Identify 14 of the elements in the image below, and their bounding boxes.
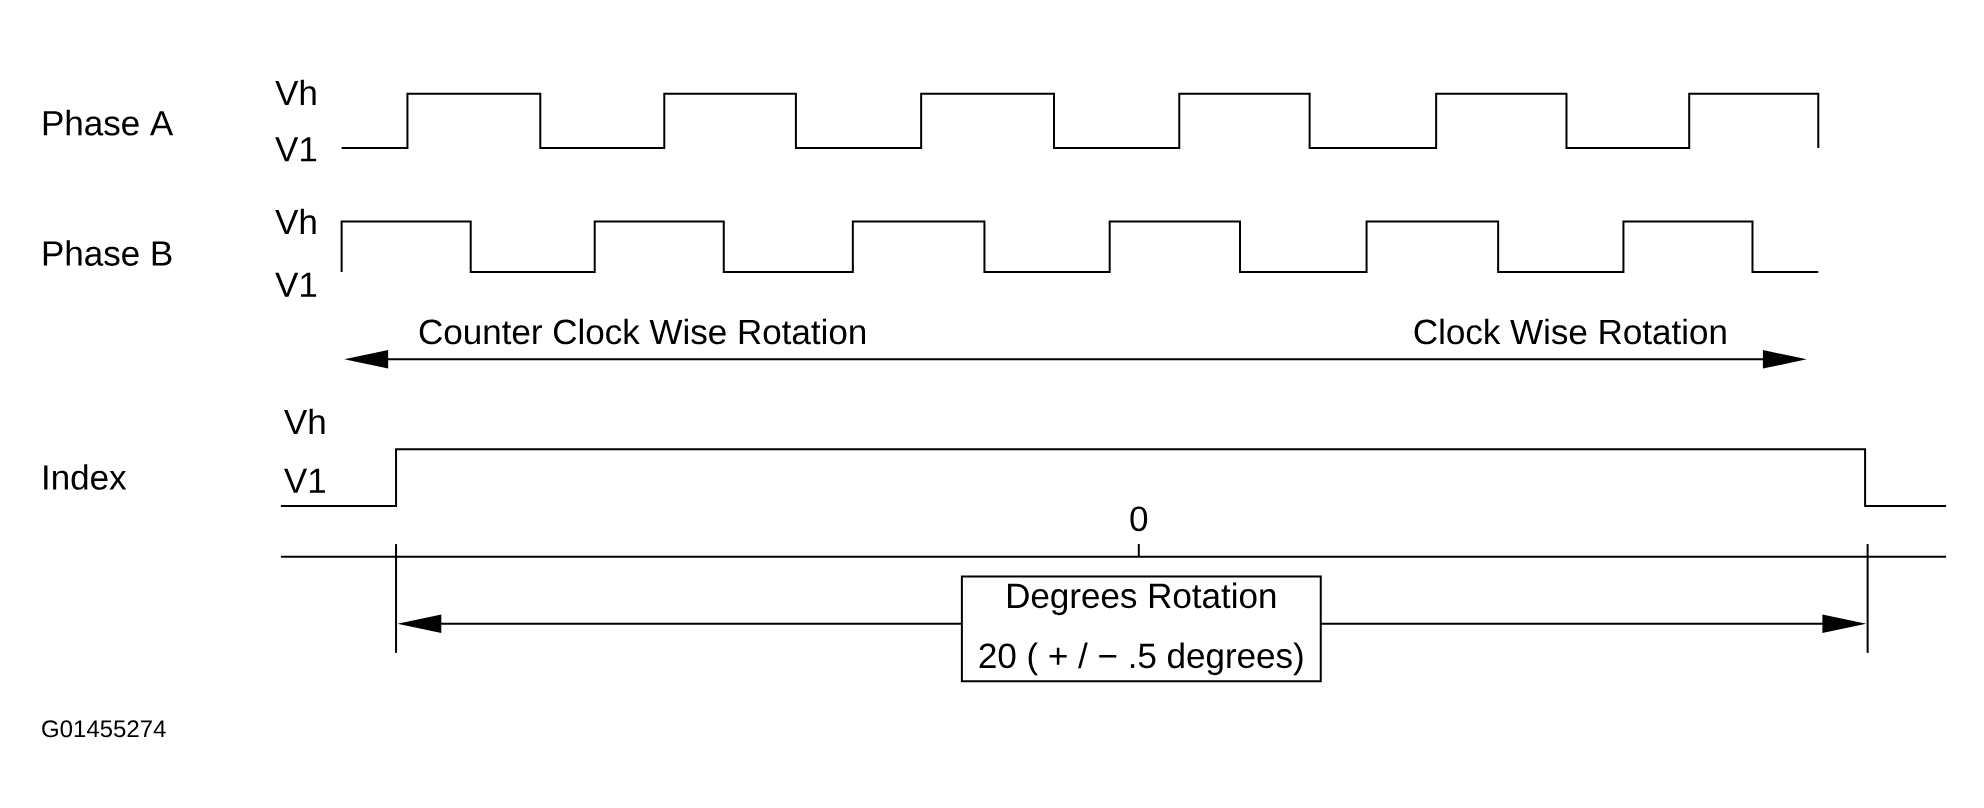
signal-label: Phase A [43, 109, 174, 136]
figure-id: G01455274 [42, 720, 166, 738]
signal-label: Index [44, 464, 127, 490]
level-label: Vh [275, 79, 316, 106]
level-label: V1 [284, 468, 325, 493]
level-label: Vh [284, 408, 325, 434]
level-label: V1 [275, 272, 317, 297]
signal-label: Phase B [43, 240, 172, 266]
direction-label: Clock Wise Rotation [1414, 318, 1726, 345]
zero-label: 0 [1130, 506, 1148, 532]
level-label: Vh [275, 208, 316, 235]
level-label: V1 [275, 137, 317, 162]
text-box: Degrees Rotation 20 ( + / − .5 degrees) [960, 575, 1322, 683]
direction-label: Counter Clock Wise Rotation [419, 318, 865, 345]
